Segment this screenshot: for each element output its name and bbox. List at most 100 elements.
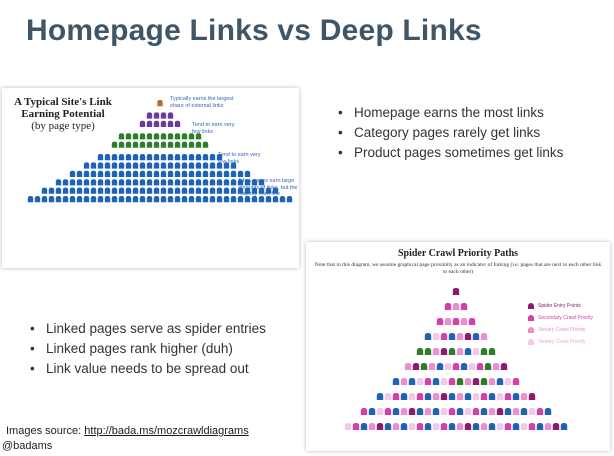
- page-icon: [230, 179, 237, 186]
- page-icon: [408, 423, 416, 430]
- page-icon: [251, 179, 258, 186]
- page-icon: [160, 187, 167, 194]
- page-icon: [512, 393, 520, 400]
- page-icon: [167, 154, 174, 161]
- page-icon: [125, 170, 132, 177]
- page-icon: [258, 187, 265, 194]
- note-products: A few pages earn large amounts of links,…: [238, 178, 298, 197]
- page-icon: [416, 423, 424, 430]
- page-icon: [237, 179, 244, 186]
- page-icon: [90, 196, 97, 203]
- page-icon: [476, 363, 484, 370]
- page-icon: [202, 179, 209, 186]
- page-icon: [111, 196, 118, 203]
- page-icon: [174, 196, 181, 203]
- page-icon: [125, 187, 132, 194]
- page-icon: [202, 154, 209, 161]
- page-icon: [237, 170, 244, 177]
- page-icon: [216, 179, 223, 186]
- page-icon: [237, 187, 244, 194]
- page-icon: [536, 423, 544, 430]
- page-icon: [464, 348, 472, 355]
- page-icon: [97, 162, 104, 169]
- page-icon: [181, 133, 188, 140]
- legend-item: Tertiary Crawl Priority: [528, 338, 593, 346]
- page-icon: [195, 170, 202, 177]
- page-icon: [432, 333, 440, 340]
- page-icon: [456, 348, 464, 355]
- page-icon: [440, 348, 448, 355]
- page-icon: [188, 196, 195, 203]
- bullet-item: Category pages rarely get links: [336, 124, 563, 141]
- page-icon: [416, 348, 424, 355]
- page-icon: [90, 170, 97, 177]
- page-icon: [167, 170, 174, 177]
- page-icon: [444, 363, 452, 370]
- page-icon: [132, 196, 139, 203]
- page-icon: [55, 187, 62, 194]
- page-icon: [104, 162, 111, 169]
- page-icon: [416, 378, 424, 385]
- page-icon: [352, 423, 360, 430]
- page-icon: [488, 348, 496, 355]
- page-icon: [520, 408, 528, 415]
- page-icon: [167, 187, 174, 194]
- page-icon: [153, 141, 160, 148]
- page-icon: [392, 378, 400, 385]
- page-icon: [468, 363, 476, 370]
- page-icon: [472, 333, 480, 340]
- page-icon: [432, 408, 440, 415]
- page-icon: [181, 170, 188, 177]
- page-icon: [552, 423, 560, 430]
- page-icon: [512, 378, 520, 385]
- source-prefix: Images source:: [6, 425, 85, 437]
- page-icon: [146, 133, 153, 140]
- page-icon: [209, 179, 216, 186]
- link-diagram-title: A Typical Site's Link Earning Potential …: [8, 96, 118, 132]
- page-icon: [167, 196, 174, 203]
- source-link[interactable]: http://bada.ms/mozcrawldiagrams: [84, 425, 249, 437]
- page-icon: [125, 162, 132, 169]
- note-subcategory: Tend to earn very few links: [218, 152, 261, 165]
- page-icon: [157, 100, 163, 107]
- page-icon: [392, 423, 400, 430]
- crawl-priority-diagram: Spider Crawl Priority Paths Note that in…: [306, 242, 610, 451]
- twitter-handle: @badams: [2, 440, 53, 452]
- page-icon: [444, 303, 452, 310]
- page-icon: [223, 187, 230, 194]
- page-icon: [265, 187, 272, 194]
- page-icon: [125, 179, 132, 186]
- page-icon: [48, 196, 55, 203]
- page-icon: [492, 363, 500, 370]
- page-icon: [83, 179, 90, 186]
- page-icon: [62, 196, 69, 203]
- page-icon: [174, 141, 181, 148]
- page-icon: [118, 196, 125, 203]
- page-icon: [167, 133, 174, 140]
- page-icon: [500, 363, 508, 370]
- page-icon: [41, 196, 48, 203]
- page-icon: [432, 423, 440, 430]
- page-icon: [452, 288, 460, 295]
- page-icon: [181, 162, 188, 169]
- page-icon: [202, 187, 209, 194]
- page-icon: [139, 162, 146, 169]
- page-icon: [153, 196, 160, 203]
- page-icon: [520, 423, 528, 430]
- page-icon: [404, 363, 412, 370]
- page-icon: [448, 333, 456, 340]
- page-icon: [496, 393, 504, 400]
- page-icon: [528, 408, 536, 415]
- page-icon: [132, 179, 139, 186]
- page-icon: [464, 378, 472, 385]
- page-icon: [62, 179, 69, 186]
- page-icon: [420, 363, 428, 370]
- page-icon: [237, 196, 244, 203]
- page-icon: [360, 423, 368, 430]
- bullet-item: Homepage earns the most links: [336, 104, 563, 121]
- page-icon: [472, 348, 480, 355]
- page-icon: [160, 120, 167, 127]
- page-icon: [76, 187, 83, 194]
- page-icon: [436, 363, 444, 370]
- page-icon: [528, 423, 536, 430]
